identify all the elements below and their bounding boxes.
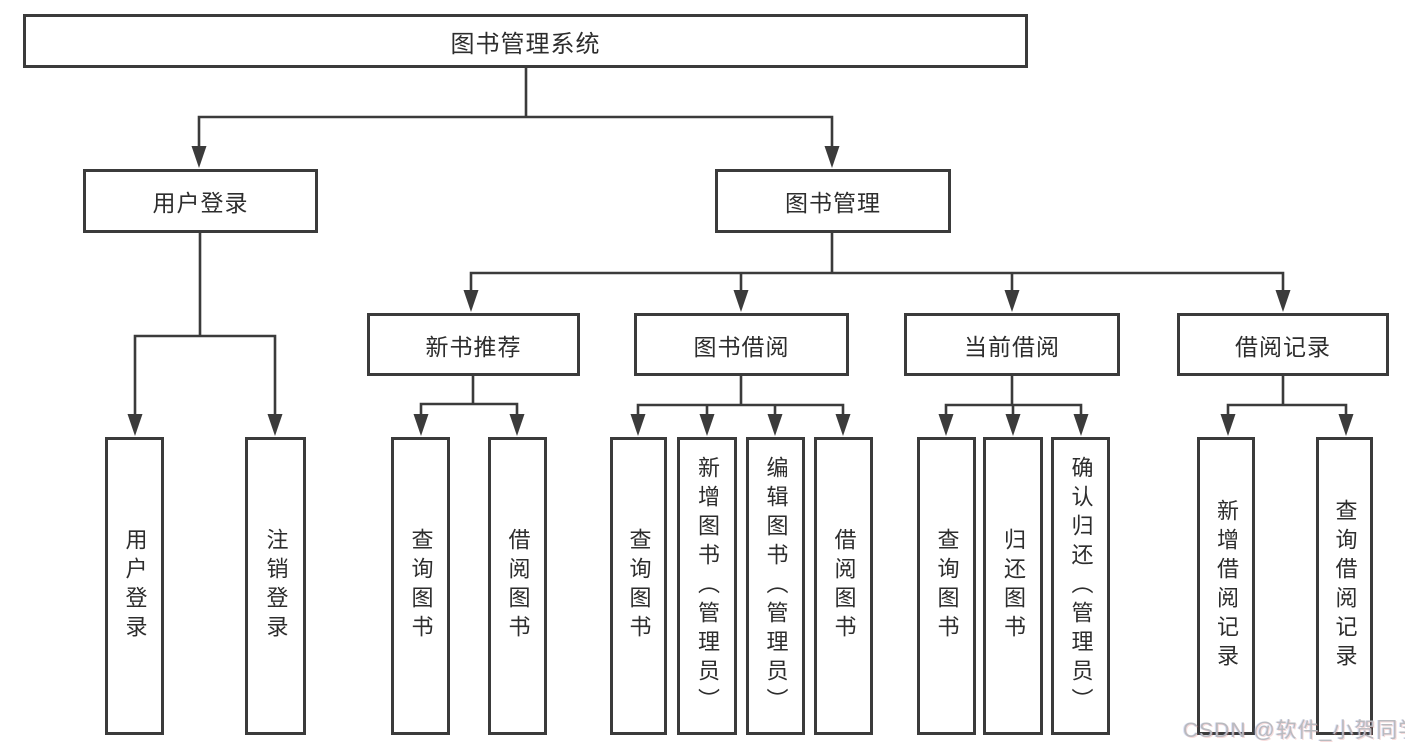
connector-book-mgmt-to-level2 [469,233,1285,294]
arrow-down-icon [733,290,749,312]
leaf-label: 查询借阅记录 [1332,499,1358,673]
leaf-user-login: 用户登录 [105,437,164,735]
node-label: 图书管理 [785,190,881,216]
connector-root-to-level1 [197,68,834,150]
node-book-management: 图书管理 [715,169,951,233]
connector-book-borrow-to-leaves [636,376,845,418]
arrow-down-icon [509,414,525,436]
node-label: 图书管理系统 [450,30,601,58]
leaf-label: 编辑图书（管理员） [763,455,789,717]
node-label: 用户登录 [152,190,249,216]
leaf-label: 新增图书（管理员） [695,455,720,717]
node-current-borrow: 当前借阅 [904,313,1120,376]
arrow-down-icon [938,414,954,436]
node-book-borrow: 图书借阅 [634,313,849,376]
leaf-label: 确认归还（管理员） [1068,455,1094,717]
leaf-label: 借阅图书 [831,528,857,644]
node-label: 新书推荐 [425,333,522,360]
node-user-login: 用户登录 [83,169,318,233]
node-new-book-recommend: 新书推荐 [367,313,580,376]
node-root-system: 图书管理系统 [23,14,1028,68]
arrow-down-icon [1338,414,1354,436]
leaf-label: 注销登录 [263,528,289,644]
leaf-label: 归还图书 [1001,528,1026,644]
arrow-down-icon [1005,414,1021,436]
arrow-down-icon [699,414,715,436]
leaf-borrow-books: 借阅图书 [814,437,873,735]
leaf-query-books: 查询图书 [391,437,450,735]
connector-new-book-to-leaves [419,376,519,418]
leaf-query-borrow-record: 查询借阅记录 [1316,437,1373,735]
leaf-label: 查询图书 [934,528,960,644]
arrow-down-icon [1004,290,1020,312]
arrow-down-icon [767,414,783,436]
arrow-down-icon [1220,414,1236,436]
leaf-query-books: 查询图书 [610,437,667,735]
connector-borrow-record-to-leaves [1226,376,1348,418]
arrow-down-icon [835,414,851,436]
arrow-down-icon [127,414,143,436]
leaf-logout: 注销登录 [245,437,306,735]
leaf-label: 用户登录 [122,528,148,644]
node-label: 图书借阅 [693,333,790,360]
connector-user-login-to-leaves [133,233,277,418]
arrow-down-icon [267,414,283,436]
leaf-label: 借阅图书 [505,528,531,644]
leaf-label: 查询图书 [408,528,434,644]
leaf-label: 新增借阅记录 [1214,499,1239,673]
arrow-down-icon [1073,414,1089,436]
node-borrow-record: 借阅记录 [1177,313,1389,376]
arrow-down-icon [1275,290,1291,312]
arrow-down-icon [191,146,207,168]
leaf-add-borrow-record: 新增借阅记录 [1197,437,1255,735]
arrow-down-icon [824,146,840,168]
leaf-label: 查询图书 [626,528,652,644]
leaf-borrow-books: 借阅图书 [488,437,547,735]
arrow-down-icon [630,414,646,436]
leaf-confirm-return-admin: 确认归还（管理员） [1051,437,1110,735]
node-label: 借阅记录 [1235,333,1331,360]
connector-current-borrow-to-leaves [944,376,1083,418]
leaf-return-books: 归还图书 [983,437,1043,735]
arrow-down-icon [463,290,479,312]
leaf-query-books: 查询图书 [917,437,976,735]
leaf-add-books-admin: 新增图书（管理员） [677,437,737,735]
node-label: 当前借阅 [964,333,1060,360]
leaf-edit-books-admin: 编辑图书（管理员） [746,437,805,735]
arrow-down-icon [413,414,429,436]
